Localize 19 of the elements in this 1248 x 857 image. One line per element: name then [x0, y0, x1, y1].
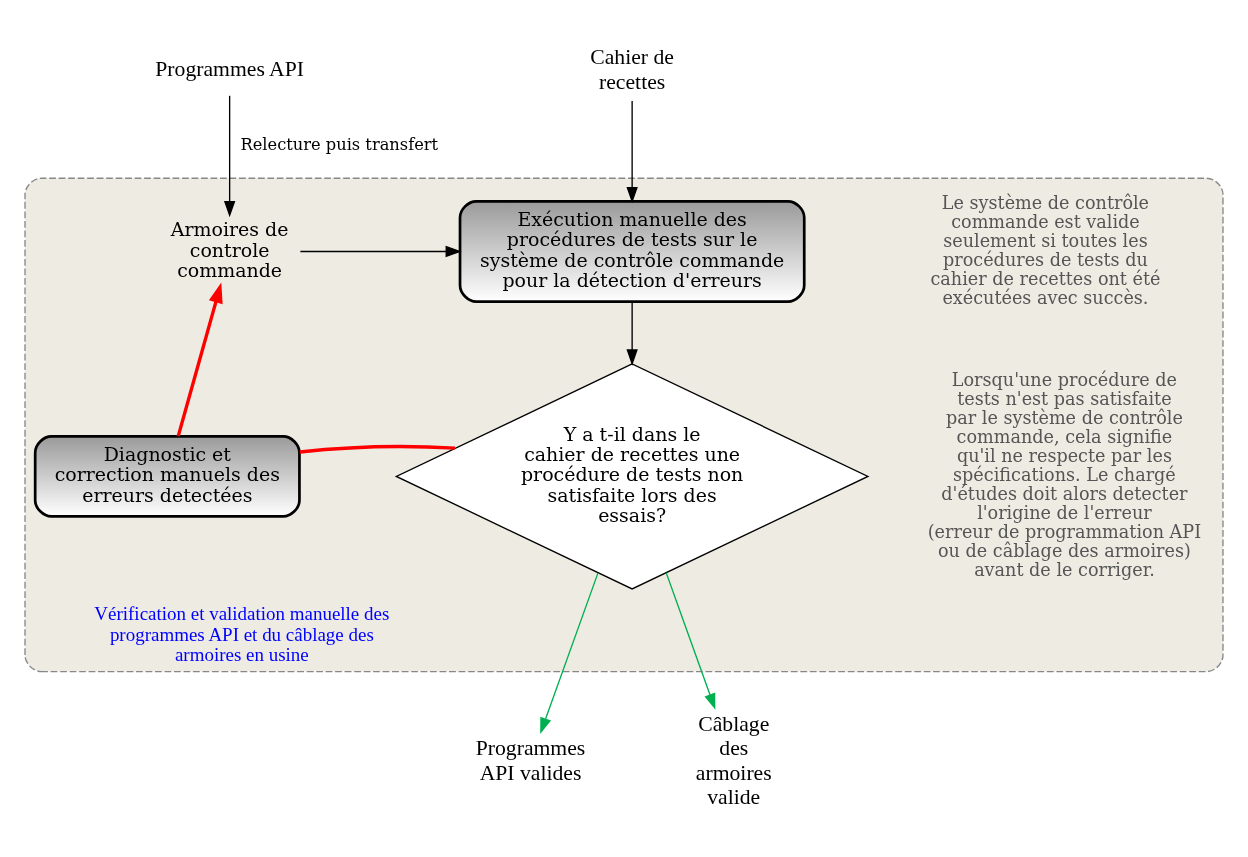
connector: [299, 444, 456, 454]
node-text: Câblage des armoires valide: [695, 711, 772, 809]
arrow: [176, 282, 223, 437]
arrow: [223, 94, 236, 217]
label: Le système de contrôle commande est valide seulement si toutes les procédures de tests du cahier de recettes ont été exécutées avec succès.: [930, 192, 1161, 308]
node-text: Programmes API valides: [475, 735, 586, 785]
arrow: [299, 245, 462, 257]
arrow: [540, 571, 599, 734]
node-box: Diagnostic et correction manuels des erreurs detectées: [33, 434, 301, 518]
label: Lorsqu'une procédure de tests n'est pas satisfaite par le système de contrôle commande, cela signifie qu'il ne respecte par les spécifications. Le chargé d'études doit alors detecter l'origine de l'erreur (erreur de programmation API ou de câblage des armoires) avant de le corriger.: [927, 369, 1202, 580]
arrow: [626, 301, 638, 366]
arrow: [626, 99, 638, 203]
node-text: Cahier de recettes: [590, 44, 674, 94]
edge-label: Relecture puis transfert: [240, 134, 439, 154]
node-box: Exécution manuelle des procédures de tests sur le système de contrôle commande pour la détection d'erreurs: [458, 199, 806, 303]
node-text: Armoires de controle commande: [170, 217, 289, 281]
arrow: [665, 571, 716, 710]
node-text: Programmes API: [155, 56, 304, 81]
node-diamond: Y a t-il dans le cahier de recettes une procédure de tests non satisfaite lors des essais?: [394, 362, 870, 590]
